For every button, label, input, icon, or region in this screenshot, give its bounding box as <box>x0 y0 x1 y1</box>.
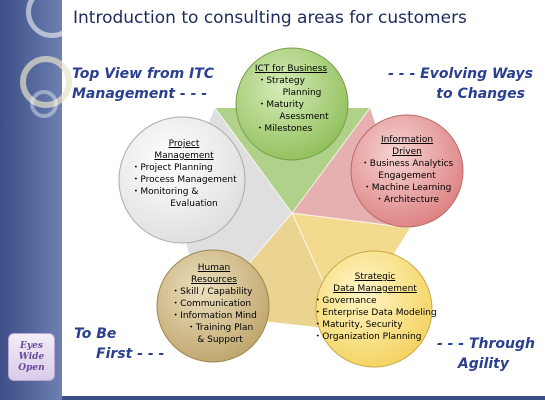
corner-line: To Be <box>74 326 117 342</box>
area-item: ・Strategy <box>257 76 305 86</box>
area-title-line2: Data Management <box>333 284 417 294</box>
area-item: & Support <box>197 335 243 345</box>
circle-project <box>118 116 246 244</box>
area-title: Strategic <box>354 272 396 282</box>
area-item: ・Information Mind <box>171 311 257 321</box>
corner-line: Agility <box>457 356 509 372</box>
area-item: ・Maturity <box>257 100 304 110</box>
circle-info <box>350 114 464 228</box>
area-item: ・Maturity, Security <box>313 320 403 330</box>
area-item: Engagement <box>378 171 436 181</box>
area-title: ICT for Business <box>254 64 328 74</box>
area-item: ・Training Plan <box>186 323 254 333</box>
decorative-ring <box>26 0 78 38</box>
area-human-resources: Human Resources ・Skill / Capability ・Com… <box>171 262 257 346</box>
area-project-management: Project Management ・Project Planning ・Pr… <box>131 138 236 210</box>
corner-bottom-right: - - - Through Agility <box>437 334 535 374</box>
area-title-line2: Resources <box>191 275 237 285</box>
area-item: ・Communication <box>171 299 252 309</box>
corner-top-left: Top View from ITC Management - - - <box>72 64 214 104</box>
circle-data <box>315 250 433 368</box>
badge-line: Eyes <box>20 340 43 351</box>
area-item: ・Organization Planning <box>313 332 422 342</box>
area-item: Asessment <box>279 112 329 122</box>
bottom-rule <box>62 396 545 400</box>
corner-bottom-left: To Be First - - - <box>74 324 164 364</box>
slide-title: Introduction to consulting areas for cus… <box>73 8 467 28</box>
decorative-ring <box>30 90 58 118</box>
area-item: ・Governance <box>313 296 377 306</box>
area-item: ・Milestones <box>255 124 313 134</box>
area-information-driven: Information Driven ・Business Analytics E… <box>361 134 453 206</box>
corner-line: - - - Through <box>436 336 535 352</box>
area-item: Planning <box>282 88 322 98</box>
corner-top-right: - - - Evolving Ways to Changes <box>388 64 533 104</box>
corner-line: Top View from ITC <box>72 66 215 82</box>
area-strategic-data-management: Strategic Data Management ・Governance ・E… <box>313 271 436 343</box>
left-sidebar: Eyes Wide Open <box>0 0 78 400</box>
area-item: ・Skill / Capability <box>171 287 253 297</box>
badge-line: Open <box>18 362 45 373</box>
area-item: ・Machine Learning <box>362 183 452 193</box>
area-item: ・Project Planning <box>131 163 213 173</box>
area-item: ・Enterprise Data Modeling <box>313 308 437 318</box>
area-title: Project <box>168 139 200 149</box>
area-item: ・Business Analytics <box>360 159 454 169</box>
area-item: ・Architecture <box>374 195 440 205</box>
area-title-line2: Management <box>154 151 214 161</box>
area-title-line2: Driven <box>392 147 422 157</box>
eyes-wide-open-badge: Eyes Wide Open <box>8 333 55 381</box>
area-title: Human <box>197 263 231 273</box>
badge-line: Wide <box>18 351 45 362</box>
area-title: Information <box>380 135 434 145</box>
area-item: ・Monitoring & <box>131 187 199 197</box>
circle-ict <box>235 47 349 161</box>
circle-human <box>156 249 270 363</box>
corner-line: First - - - <box>96 346 165 362</box>
corner-line: Management - - - <box>72 86 208 102</box>
corner-line: - - - Evolving Ways <box>388 66 533 82</box>
area-item: ・Process Management <box>131 175 237 185</box>
area-ict-business: ICT for Business ・Strategy Planning ・Mat… <box>253 63 329 135</box>
corner-line: to Changes <box>436 86 525 102</box>
area-item: Evaluation <box>170 199 218 209</box>
